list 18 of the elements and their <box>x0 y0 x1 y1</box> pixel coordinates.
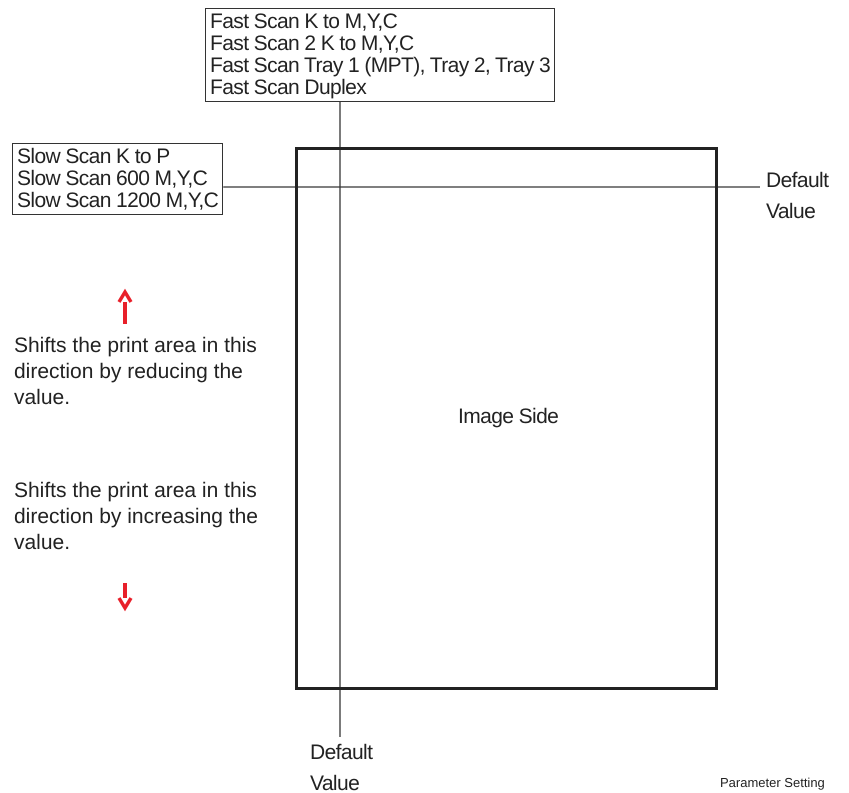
note-text: Shifts the print area in this direction by increasing the value. <box>14 478 259 556</box>
setting-name: Slow Scan 600 M,Y,C <box>17 168 208 190</box>
setting-name: Slow Scan 1200 M,Y,C <box>17 190 218 212</box>
setting-name: Slow Scan K to P <box>17 146 171 168</box>
page-label: Image Side <box>458 406 558 428</box>
leader-line <box>339 102 341 737</box>
setting-name: Fast Scan K to M,Y,C <box>210 11 398 33</box>
leader-line <box>223 186 760 188</box>
default-value-label: Default Value <box>310 737 380 793</box>
note-text: Shifts the print area in this direction by reducing the value. <box>14 333 258 411</box>
setting-list-box <box>205 8 556 102</box>
default-value-label: Default Value <box>766 165 836 227</box>
caption: Parameter Setting <box>720 775 825 790</box>
setting-name: Fast Scan Tray 1 (MPT), Tray 2, Tray 3 <box>210 55 550 77</box>
setting-name: Fast Scan 2 K to M,Y,C <box>210 33 415 55</box>
page-outline <box>295 147 718 690</box>
setting-list-box <box>12 143 224 215</box>
setting-name: Fast Scan Duplex <box>210 77 366 99</box>
